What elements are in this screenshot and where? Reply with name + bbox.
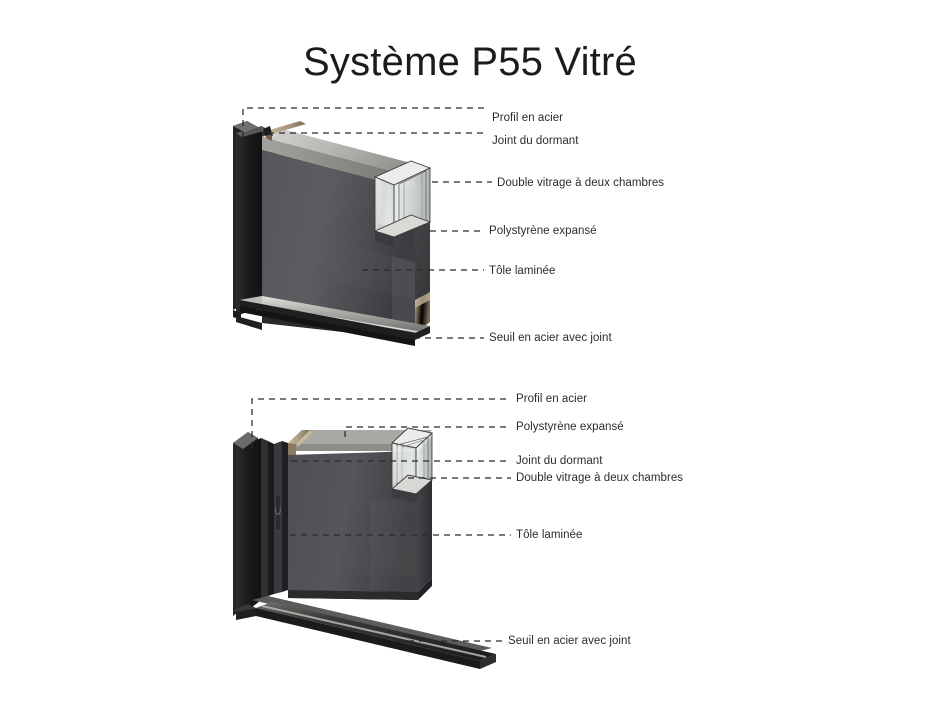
page-title: Système P55 Vitré — [303, 40, 637, 84]
lower-leader-lines — [251, 398, 511, 642]
lower-leaf-edge — [274, 441, 288, 594]
lower-door-panel — [288, 451, 418, 592]
upper-glazing-unit — [373, 160, 432, 247]
leader-polystyrene-2 — [344, 426, 511, 437]
upper-sill — [233, 296, 430, 346]
lower-door-assembly — [233, 427, 496, 669]
upper-door-assembly — [233, 121, 432, 346]
upper-leader-lines — [242, 107, 492, 339]
lower-frame-profile — [233, 432, 274, 620]
leader-joint-du-dormant — [268, 132, 487, 136]
lower-leaf-bottom — [288, 578, 432, 600]
leader-profil-en-acier — [242, 107, 487, 137]
leader-profil-en-acier-2 — [251, 398, 511, 448]
lower-threshold — [233, 596, 496, 669]
lower-glazing-unit — [391, 427, 433, 503]
